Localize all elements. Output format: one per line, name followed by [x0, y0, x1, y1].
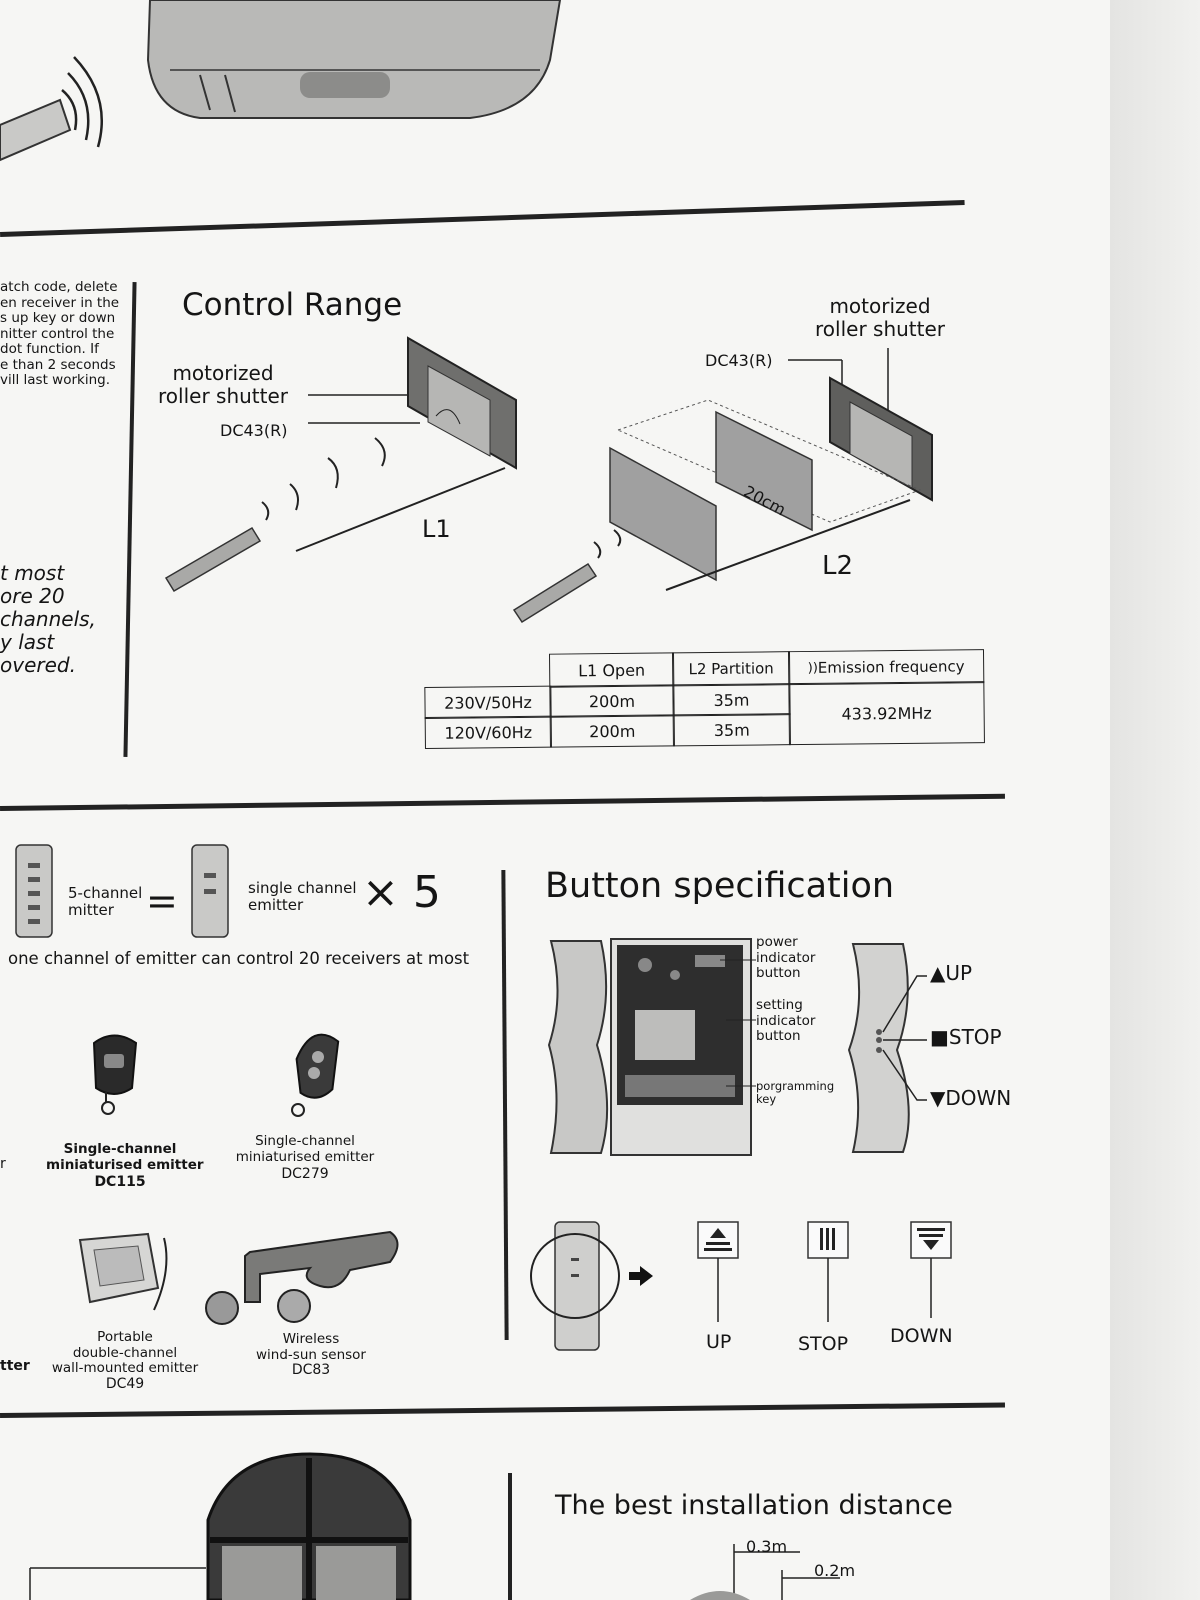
receiver-unit-illustration: [140, 0, 570, 130]
emitter-dc115-model: DC115: [46, 1174, 194, 1190]
left-edge-fragment: tter: [0, 1358, 30, 1374]
table-header-l2: L2 Partition: [672, 651, 790, 686]
table-row-230v-label: 230V/50Hz: [424, 686, 551, 719]
stop-button-symbol: [804, 1218, 854, 1328]
l1-distance-label: L1: [422, 516, 451, 544]
left-edge-fragment: r: [0, 1156, 6, 1172]
button-spec-title: Button specification: [545, 866, 894, 906]
receiver-limit-note: one channel of emitter can control 20 re…: [8, 950, 469, 969]
single-channel-emitter-icon: [190, 843, 232, 943]
distance-0-2m: 0.2m: [814, 1562, 855, 1580]
up-button-symbol: [694, 1218, 744, 1328]
left-margin-text-top: atch code, delete en receiver in the s u…: [0, 280, 125, 389]
control-range-l1-diagram: [160, 338, 530, 608]
right-shutter-label: motorized roller shutter: [815, 295, 945, 341]
four-channel-remote-illustration: [0, 1450, 420, 1600]
table-header-frequency: ))Emission frequency: [788, 649, 984, 685]
remote-down-label: ▼DOWN: [930, 1087, 1011, 1110]
power-indicator-label: power indicator button: [756, 935, 815, 982]
dc115-emitter-icon: [84, 1028, 144, 1128]
symbol-down-label: DOWN: [890, 1326, 953, 1348]
emitter-dc49-name: Portable double-channel wall-mounted emi…: [45, 1330, 205, 1377]
table-row-230v-l1: 200m: [549, 684, 674, 717]
receiver-label-leaders: [720, 950, 760, 1100]
symbol-stop-label: STOP: [798, 1334, 848, 1356]
table-row-120v-l2: 35m: [673, 713, 791, 746]
l2-distance-label: L2: [822, 552, 853, 582]
single-channel-label: single channel emitter: [248, 880, 357, 915]
table-row-120v-label: 120V/60Hz: [425, 716, 552, 749]
symbol-up-label: UP: [706, 1332, 731, 1354]
table-row-230v-l2: 35m: [672, 683, 790, 716]
table-frequency-value: 433.92MHz: [788, 681, 985, 745]
five-channel-emitter-icon: [14, 843, 56, 943]
down-button-symbol: [907, 1218, 957, 1328]
times-five-label: × 5: [362, 868, 441, 919]
five-channel-label: 5-channel mitter: [68, 885, 142, 920]
remote-up-label: ▲UP: [930, 962, 972, 985]
dc279-emitter-icon: [280, 1025, 350, 1125]
dc83-wind-sun-sensor-icon: [200, 1222, 410, 1332]
control-range-l2-diagram: [520, 340, 940, 620]
sensor-dc83-name: Wireless wind-sun sensor: [236, 1332, 386, 1363]
table-header-l1: L1 Open: [549, 652, 674, 687]
programming-key-label: porgramming key: [756, 1080, 834, 1106]
range-table: L1 Open L2 Partition ))Emission frequenc…: [424, 649, 985, 755]
left-margin-text-middle: t most ore 20 channels, y last overed.: [0, 562, 110, 677]
emitter-dc115-name: Single-channel miniaturised emitter: [46, 1142, 194, 1173]
emitter-dc279-name: Single-channel miniaturised emitter: [230, 1134, 380, 1165]
installation-distance-diagram: [690, 1540, 890, 1600]
sensor-dc83-model: DC83: [236, 1362, 386, 1378]
table-row-120v-l1: 200m: [550, 714, 675, 747]
signal-icon: )): [808, 660, 818, 675]
installation-distance-title: The best installation distance: [555, 1490, 953, 1521]
vertical-divider-bottom: [508, 1473, 512, 1600]
distance-0-3m: 0.3m: [746, 1538, 787, 1556]
equals-sign: =: [146, 880, 178, 924]
wall-background: [1110, 0, 1200, 1600]
control-range-title: Control Range: [182, 288, 402, 324]
remote-detail-illustration: [525, 1218, 655, 1353]
remote-signal-illustration: [0, 35, 120, 160]
dc49-wall-emitter-icon: [76, 1230, 176, 1320]
setting-indicator-label: setting indicator button: [756, 998, 815, 1045]
remote-stop-label: ■STOP: [930, 1026, 1002, 1049]
emitter-dc49-model: DC49: [45, 1376, 205, 1392]
emitter-dc279-model: DC279: [230, 1166, 380, 1182]
